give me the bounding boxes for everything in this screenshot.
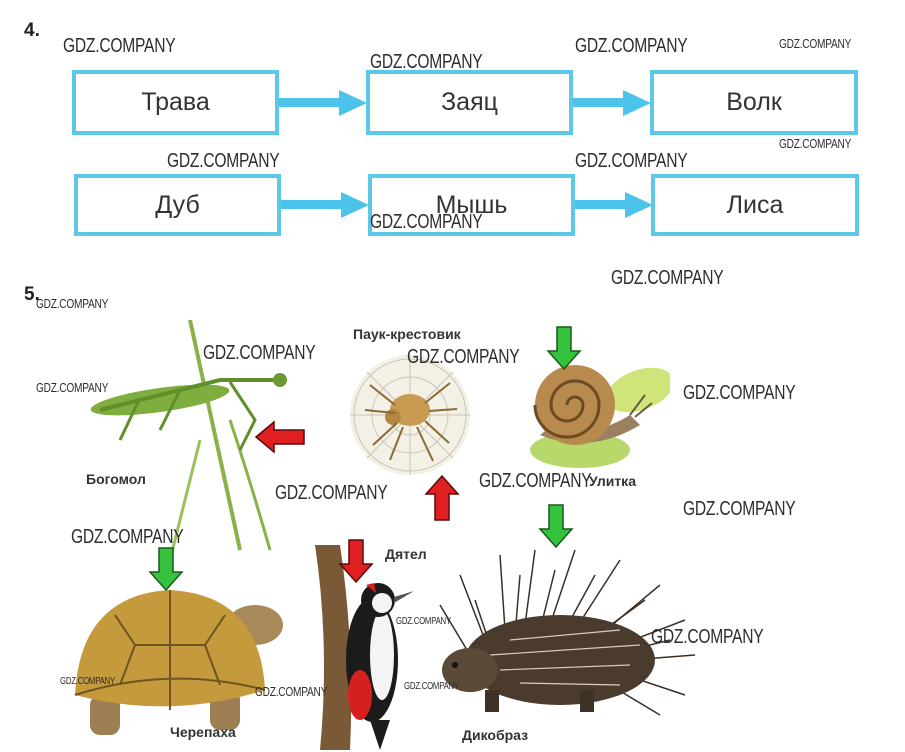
arrow-left-icon: [254, 420, 305, 454]
woodpecker-illustration: [315, 545, 414, 750]
watermark: GDZ.COMPANY: [255, 684, 328, 699]
porcupine-label: Дикобраз: [462, 727, 529, 743]
arrow-down-icon: [338, 539, 374, 584]
watermark: GDZ.COMPANY: [167, 150, 280, 172]
arrow-down-icon: [546, 326, 582, 371]
spider-illustration: [350, 355, 470, 475]
watermark: GDZ.COMPANY: [275, 482, 388, 504]
watermark: GDZ.COMPANY: [370, 51, 483, 73]
chain1-box-2: Заяц: [366, 70, 573, 135]
watermark: GDZ.COMPANY: [683, 498, 796, 520]
watermark: GDZ.COMPANY: [396, 616, 451, 627]
chain1-box-1: Трава: [72, 70, 279, 135]
watermark: GDZ.COMPANY: [407, 346, 520, 368]
watermark: GDZ.COMPANY: [575, 35, 688, 57]
watermark: GDZ.COMPANY: [683, 382, 796, 404]
chain1-box-3: Волк: [650, 70, 858, 135]
watermark: GDZ.COMPANY: [36, 296, 109, 311]
chain2-box-3: Лиса: [651, 174, 859, 236]
watermark: GDZ.COMPANY: [63, 35, 176, 57]
watermark: GDZ.COMPANY: [575, 150, 688, 172]
arrow-right-icon: [573, 90, 651, 116]
turtle-illustration: [74, 590, 283, 735]
arrow-right-icon: [279, 90, 367, 116]
arrow-right-icon: [281, 192, 369, 218]
mantis-illustration: [90, 320, 287, 560]
chain2-box-2: Мышь: [368, 174, 575, 236]
arrow-down-icon: [148, 547, 184, 592]
spider-label: Паук-крестовик: [353, 326, 461, 342]
mantis-label: Богомол: [86, 471, 146, 487]
turtle-label: Черепаха: [170, 724, 236, 740]
watermark: GDZ.COMPANY: [651, 626, 764, 648]
watermark: GDZ.COMPANY: [36, 380, 109, 395]
chain2-box-1: Дуб: [74, 174, 281, 236]
arrow-down-icon: [538, 504, 574, 549]
watermark: GDZ.COMPANY: [611, 267, 724, 289]
watermark: GDZ.COMPANY: [479, 470, 592, 492]
watermark: GDZ.COMPANY: [370, 211, 483, 233]
task-4-number: 4.: [24, 20, 40, 41]
watermark: GDZ.COMPANY: [60, 676, 115, 687]
arrow-up-icon: [424, 474, 460, 521]
woodpecker-label: Дятел: [385, 546, 427, 562]
watermark: GDZ.COMPANY: [779, 136, 852, 151]
snail-illustration: [530, 365, 670, 468]
porcupine-illustration: [439, 549, 696, 716]
watermark: GDZ.COMPANY: [71, 526, 184, 548]
watermark: GDZ.COMPANY: [779, 36, 852, 51]
watermark: GDZ.COMPANY: [203, 342, 316, 364]
watermark: GDZ.COMPANY: [404, 681, 459, 692]
arrow-right-icon: [575, 192, 653, 218]
snail-label: Улитка: [589, 473, 636, 489]
task-5-number: 5.: [24, 284, 40, 305]
